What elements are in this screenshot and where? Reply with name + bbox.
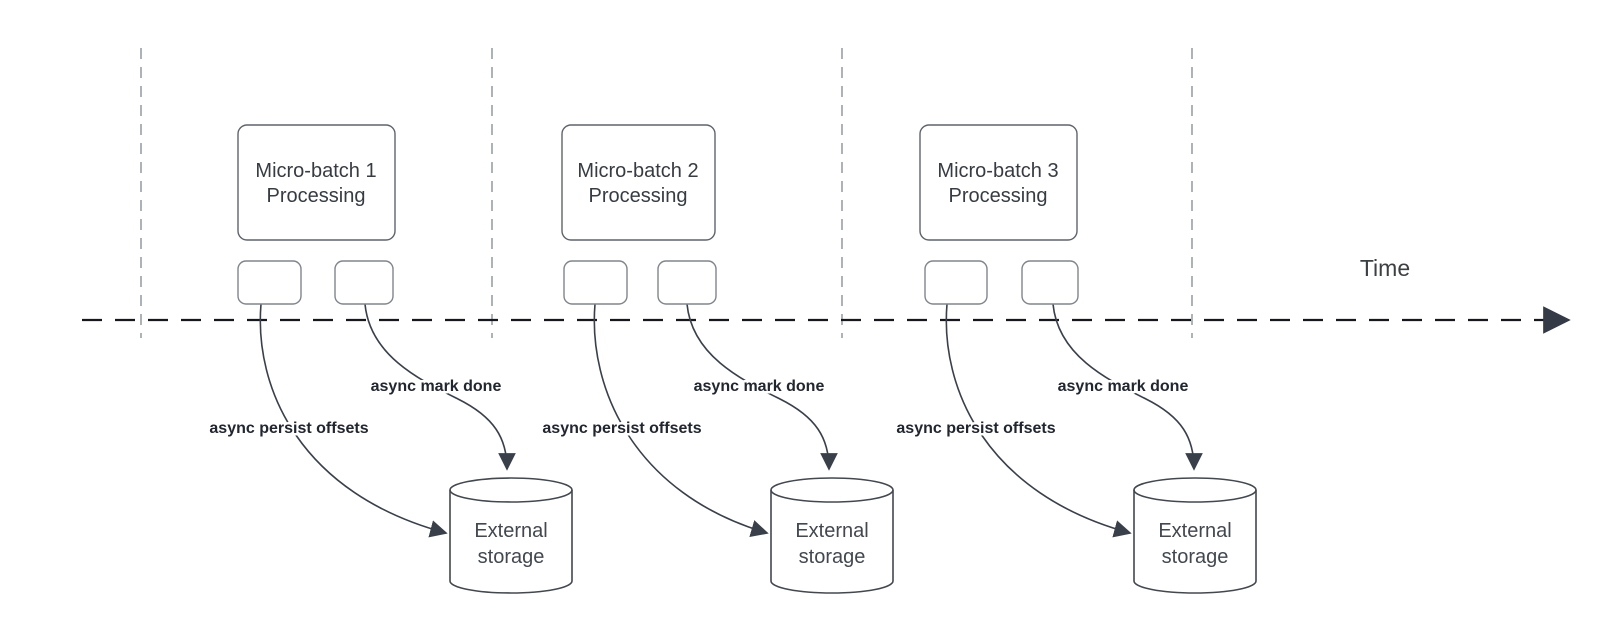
external-storage-label-line1: External <box>795 520 868 542</box>
mark-done-task-box <box>334 260 394 305</box>
external-storage-cylinder <box>770 477 894 594</box>
mark-done-arrow <box>364 303 516 471</box>
micro-batch-group-2: Micro-batch 2 Processing async persist o… <box>540 124 894 594</box>
persist-offsets-arrow <box>593 303 769 537</box>
processing-box-title-line2: Processing <box>949 185 1048 207</box>
processing-box-title-line2: Processing <box>589 185 688 207</box>
persist-offsets-arrow <box>945 303 1132 538</box>
micro-batch-group-1: Micro-batch 1 Processing async persist o… <box>207 124 573 594</box>
cylinder-top-rim <box>449 489 573 503</box>
persist-offsets-task-box <box>563 260 628 305</box>
mark-done-task-box <box>657 260 717 305</box>
mark-done-task-box <box>1021 260 1079 305</box>
micro-batch-group-3: Micro-batch 3 Processing async persist o… <box>894 124 1257 594</box>
mark-done-arrow <box>1052 303 1203 471</box>
persist-offsets-task-box <box>924 260 988 305</box>
processing-box <box>919 124 1078 241</box>
external-storage-label-line1: External <box>1158 520 1231 542</box>
processing-box-title-line1: Micro-batch 1 <box>255 160 376 182</box>
cylinder-top-rim <box>770 489 894 503</box>
processing-box <box>237 124 396 241</box>
persist-offsets-label: async persist offsets <box>896 420 1055 437</box>
persist-offsets-label: async persist offsets <box>209 420 368 437</box>
persist-offsets-arrow <box>259 303 448 538</box>
external-storage-label-line2: storage <box>478 546 545 568</box>
processing-box-title-line1: Micro-batch 3 <box>937 160 1058 182</box>
external-storage-label-line2: storage <box>1162 546 1229 568</box>
mark-done-arrow <box>686 303 838 471</box>
persist-offsets-task-box <box>237 260 302 305</box>
mark-done-label: async mark done <box>371 378 502 395</box>
mark-done-label: async mark done <box>1058 378 1189 395</box>
external-storage-cylinder <box>449 477 573 594</box>
external-storage-label-line2: storage <box>799 546 866 568</box>
processing-box <box>561 124 716 241</box>
external-storage-cylinder <box>1133 477 1257 594</box>
cylinder-top-rim <box>1133 489 1257 503</box>
persist-offsets-label: async persist offsets <box>542 420 701 437</box>
mark-done-label: async mark done <box>694 378 825 395</box>
processing-box-title-line2: Processing <box>267 185 366 207</box>
external-storage-label-line1: External <box>474 520 547 542</box>
time-axis-label: Time <box>1360 255 1410 281</box>
processing-box-title-line1: Micro-batch 2 <box>577 160 698 182</box>
